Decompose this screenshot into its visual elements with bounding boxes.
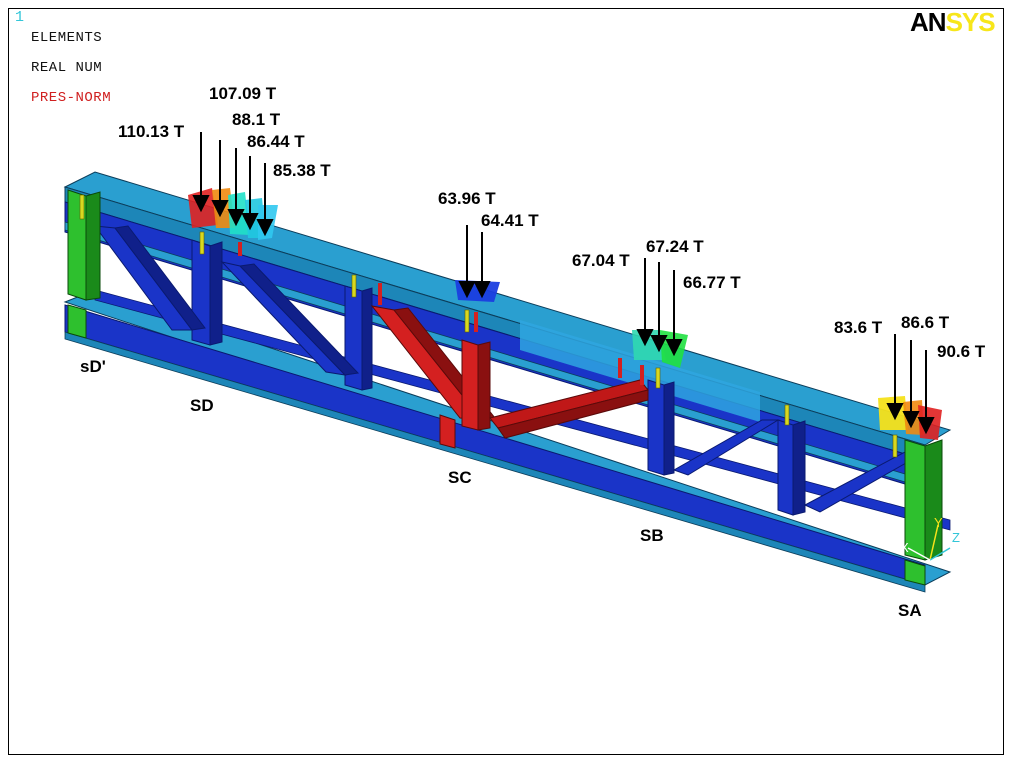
legend-elements: ELEMENTS	[31, 30, 103, 46]
support-label-sb: SB	[640, 526, 664, 545]
triad-y-label: Y	[934, 515, 943, 530]
logo-sys: SYS	[945, 7, 996, 37]
red-members	[370, 305, 649, 449]
load-label-9: 67.24 T	[646, 237, 704, 256]
load-label-4: 86.44 T	[247, 132, 305, 151]
support-label-sd-prime: sD'	[80, 357, 106, 376]
posts	[191, 239, 806, 516]
load-label-3: 88.1 T	[232, 110, 281, 129]
load-label-6: 63.96 T	[438, 189, 496, 208]
triad-z-label: Z	[952, 530, 960, 545]
legend-pres-norm: PRES-NORM	[31, 90, 112, 106]
window-number: 1	[15, 9, 25, 26]
support-label-sd: SD	[190, 396, 214, 415]
graphics-window-frame	[8, 8, 1004, 755]
logo-an: AN	[910, 7, 947, 37]
bottom-flange-lower	[64, 331, 926, 593]
support-label-sa: SA	[898, 601, 922, 620]
load-label-10: 66.77 T	[683, 273, 741, 292]
load-label-8: 67.04 T	[572, 251, 630, 270]
load-label-1: 110.13 T	[118, 122, 185, 141]
load-label-2: 107.09 T	[209, 84, 277, 103]
load-label-12: 86.6 T	[901, 313, 950, 332]
ansys-logo: ANSYS	[910, 7, 996, 38]
green-end-posts	[67, 189, 943, 586]
load-label-5: 85.38 T	[273, 161, 331, 180]
load-label-7: 64.41 T	[481, 211, 539, 230]
blue-diagonals	[93, 225, 922, 513]
load-arrows	[192, 132, 935, 435]
load-label-13: 90.6 T	[937, 342, 986, 361]
red-web-stiffeners	[238, 242, 644, 385]
support-label-sc: SC	[448, 468, 472, 487]
axis-triad	[907, 524, 951, 561]
load-label-11: 83.6 T	[834, 318, 883, 337]
triad-x-label: X	[900, 540, 909, 555]
stiffeners	[79, 194, 898, 458]
legend-real-num: REAL NUM	[31, 60, 103, 76]
